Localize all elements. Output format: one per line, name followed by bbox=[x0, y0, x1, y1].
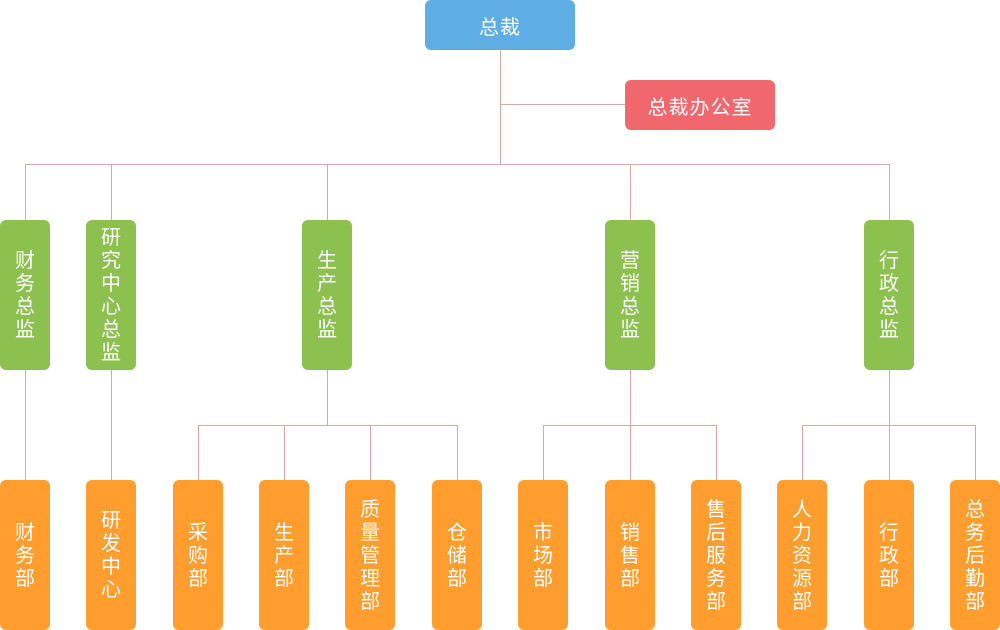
ceo-office-label: 总裁办公室 bbox=[647, 94, 753, 119]
connector-research-drop bbox=[111, 369, 112, 481]
dept-quality-node: 质量管理部 bbox=[345, 480, 395, 630]
dept-quality-label: 质量管理部 bbox=[360, 496, 380, 613]
director-finance-node: 财务总监 bbox=[0, 220, 50, 370]
connector-production-trunk bbox=[327, 369, 328, 426]
dept-hr-label: 人力资源部 bbox=[792, 496, 812, 613]
dept-production-node: 生产部 bbox=[259, 480, 309, 630]
connector-finance-drop bbox=[25, 369, 26, 481]
dept-production-label: 生产部 bbox=[274, 519, 294, 590]
connector-dept-drop bbox=[802, 425, 803, 481]
connector-director-drop bbox=[327, 164, 328, 221]
connector-dept-drop bbox=[198, 425, 199, 481]
connector-dept-drop bbox=[284, 425, 285, 481]
connector-director-drop bbox=[889, 164, 890, 221]
director-marketing-label: 营销总监 bbox=[620, 248, 640, 341]
director-finance-label: 财务总监 bbox=[15, 248, 35, 341]
director-marketing-node: 营销总监 bbox=[605, 220, 655, 370]
director-research-node: 研究中心总监 bbox=[86, 220, 136, 370]
dept-sales-label: 销售部 bbox=[620, 519, 640, 590]
dept-logistics-node: 总务后勤部 bbox=[950, 480, 1000, 630]
connector-dept-drop bbox=[543, 425, 544, 481]
dept-hr-node: 人力资源部 bbox=[777, 480, 827, 630]
connector-dept-drop bbox=[975, 425, 976, 481]
director-admin-label: 行政总监 bbox=[879, 248, 899, 341]
connector-dept-drop bbox=[370, 425, 371, 481]
connector-ceo-office bbox=[500, 104, 626, 105]
dept-after-sales-node: 售后服务部 bbox=[691, 480, 741, 630]
connector-production-bus bbox=[198, 425, 458, 426]
dept-purchasing-node: 采购部 bbox=[173, 480, 223, 630]
dept-finance-label: 财务部 bbox=[15, 519, 35, 590]
ceo-label: 总裁 bbox=[479, 14, 521, 39]
dept-rd-center-node: 研发中心 bbox=[86, 480, 136, 630]
dept-logistics-label: 总务后勤部 bbox=[965, 496, 985, 613]
dept-purchasing-label: 采购部 bbox=[188, 519, 208, 590]
connector-dept-drop bbox=[457, 425, 458, 481]
ceo-office-node: 总裁办公室 bbox=[625, 80, 775, 130]
dept-sales-node: 销售部 bbox=[605, 480, 655, 630]
connector-dept-drop bbox=[630, 425, 631, 481]
connector-ceo-trunk bbox=[500, 50, 501, 165]
connector-director-drop bbox=[25, 164, 26, 221]
director-research-label: 研究中心总监 bbox=[101, 225, 121, 364]
connector-dept-drop bbox=[716, 425, 717, 481]
ceo-node: 总裁 bbox=[425, 0, 575, 50]
connector-director-drop bbox=[111, 164, 112, 221]
dept-finance-node: 财务部 bbox=[0, 480, 50, 630]
director-production-node: 生产总监 bbox=[302, 220, 352, 370]
dept-admin-node: 行政部 bbox=[864, 480, 914, 630]
dept-market-label: 市场部 bbox=[533, 519, 553, 590]
dept-market-node: 市场部 bbox=[518, 480, 568, 630]
connector-dept-drop bbox=[889, 425, 890, 481]
director-production-label: 生产总监 bbox=[317, 248, 337, 341]
connector-marketing-trunk bbox=[630, 369, 631, 426]
dept-warehouse-label: 仓储部 bbox=[447, 519, 467, 590]
director-admin-node: 行政总监 bbox=[864, 220, 914, 370]
connector-director-bus bbox=[25, 164, 890, 165]
connector-director-drop bbox=[630, 164, 631, 221]
dept-warehouse-node: 仓储部 bbox=[432, 480, 482, 630]
connector-admin-trunk bbox=[889, 369, 890, 426]
dept-rd-center-label: 研发中心 bbox=[101, 508, 121, 601]
dept-admin-label: 行政部 bbox=[879, 519, 899, 590]
dept-after-sales-label: 售后服务部 bbox=[706, 496, 726, 613]
